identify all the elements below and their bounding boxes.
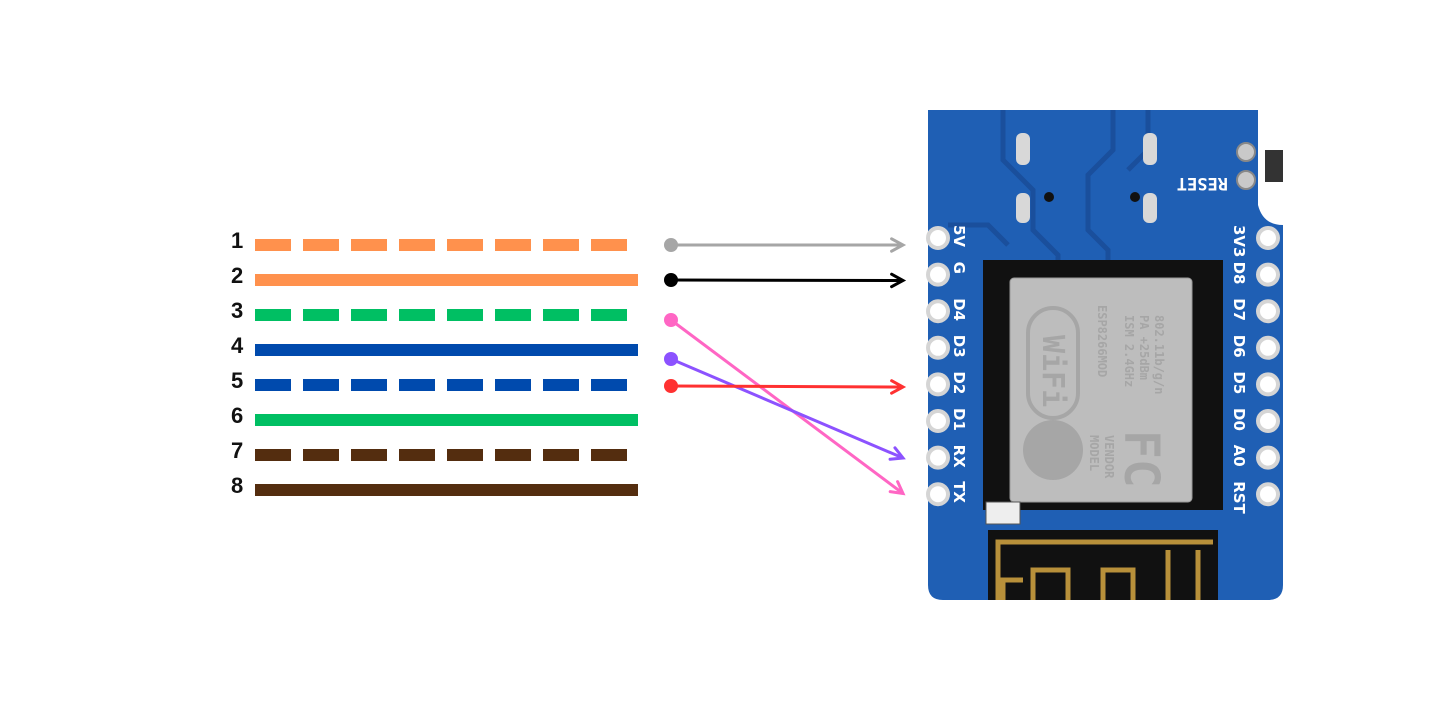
pin-hole-RX [926, 445, 950, 470]
pin-label-D2: D2 [950, 371, 968, 394]
pin-label-G: G [950, 262, 968, 274]
module-spec-1: ISM 2.4GHz [1122, 315, 1136, 387]
reset-pad [1236, 142, 1256, 162]
module-model: ESP8266MOD [1095, 305, 1109, 377]
wire-number-7: 7 [231, 438, 244, 463]
pin-hole-D7 [1256, 299, 1280, 324]
pin-hole-A0 [1256, 445, 1280, 470]
wire-number-2: 2 [231, 263, 244, 288]
pin-label-RX: RX [950, 445, 968, 469]
pin-hole-D5 [1256, 372, 1280, 397]
connection-4-RX [664, 352, 906, 461]
module-spec-3: 802.11b/g/n [1152, 315, 1166, 394]
reset-pad [1236, 170, 1256, 190]
connection-arrows [664, 237, 907, 496]
arrow-head-icon [890, 379, 907, 395]
arrow-head-icon [890, 272, 907, 289]
connection-5-D2 [664, 379, 907, 395]
pin-hole-D3 [926, 335, 950, 360]
module-vendor-2: VENDOR [1102, 435, 1116, 479]
connection-start-dot [664, 238, 678, 252]
connection-2-G [664, 272, 907, 289]
connection-start-dot [664, 313, 678, 327]
pin-label-D5: D5 [1230, 371, 1248, 394]
wire-number-8: 8 [231, 473, 244, 498]
pin-label-RST: RST [1230, 481, 1248, 514]
connection-start-dot [664, 379, 678, 393]
pin-label-D0: D0 [1230, 408, 1248, 431]
wire-number-3: 3 [231, 298, 244, 323]
pin-hole-3V3 [1256, 226, 1280, 250]
wire-number-4: 4 [231, 333, 244, 358]
pin-hole-D1 [926, 409, 950, 433]
pin-hole-D0 [1256, 409, 1280, 433]
led [985, 501, 1021, 525]
connection-start-dot [664, 273, 678, 287]
wire-number-5: 5 [231, 368, 244, 393]
pin-label-D4: D4 [950, 298, 968, 321]
pin-label-A0: A0 [1230, 445, 1248, 467]
wemos-d1-mini-board: RESET WiFi ESP8266MOD ISM 2.4GHz PA +25d… [926, 110, 1283, 600]
pin-hole-G [926, 262, 950, 287]
espressif-logo [1023, 420, 1083, 480]
pad [1143, 133, 1157, 165]
ethernet-wires [255, 239, 638, 496]
pin-hole-RST [1256, 482, 1280, 507]
module-vendor-1: MODEL [1087, 435, 1101, 471]
connection-start-dot [664, 352, 678, 366]
pin-hole-TX [926, 482, 950, 507]
pin-hole-D6 [1256, 335, 1280, 360]
pin-hole-D2 [926, 372, 950, 397]
pad [1016, 133, 1030, 165]
pin-label-5V: 5V [950, 225, 968, 247]
pad [1143, 193, 1157, 223]
pin-label-3V3: 3V3 [1230, 225, 1248, 257]
arrow-head-icon [890, 237, 907, 253]
pin-hole-D8 [1256, 262, 1280, 287]
wifi-logo-text: WiFi [1035, 335, 1070, 407]
wire-number-1: 1 [231, 228, 244, 253]
fcc-logo: FC [1113, 430, 1169, 488]
pin-label-TX: TX [950, 481, 968, 503]
arrow-head-icon [888, 480, 906, 496]
connection-1-5V [664, 237, 907, 253]
arrow-head-icon [888, 446, 906, 461]
pad [1016, 193, 1030, 223]
module-spec-2: PA +25dBm [1137, 315, 1151, 380]
pin-hole-D4 [926, 299, 950, 324]
pin-label-D8: D8 [1230, 262, 1248, 285]
wire-number-6: 6 [231, 403, 244, 428]
pin-label-D3: D3 [950, 335, 968, 358]
pcb-traces [948, 110, 1151, 265]
pin-label-D1: D1 [950, 408, 968, 431]
pin-label-D7: D7 [1230, 298, 1248, 321]
reset-button [1265, 150, 1283, 182]
pin-label-D6: D6 [1230, 335, 1248, 358]
connection-3-TX [664, 313, 906, 496]
pin-hole-5V [926, 226, 950, 250]
reset-label: RESET [1177, 173, 1228, 193]
wifi-logo [1026, 306, 1080, 420]
pcb-antenna [995, 539, 1213, 600]
